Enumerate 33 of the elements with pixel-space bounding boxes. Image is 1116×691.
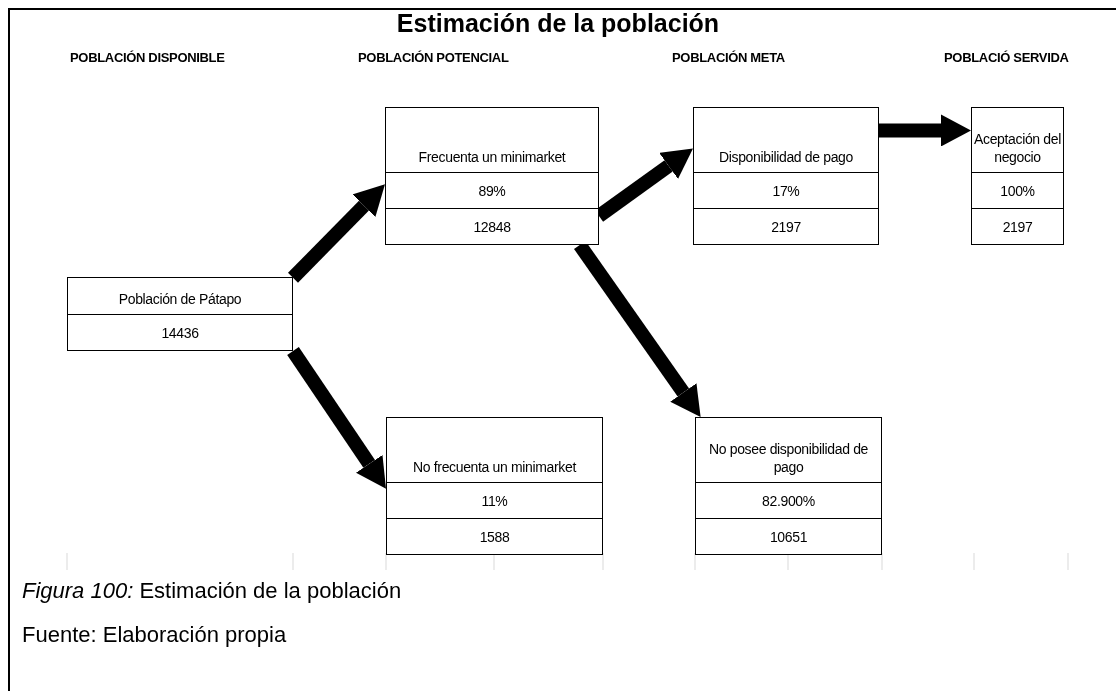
figure-caption: Figura 100: Estimación de la población bbox=[22, 577, 402, 605]
source-note: Fuente: Elaboración propia bbox=[22, 621, 287, 649]
table-cell: 10651 bbox=[696, 518, 881, 554]
row-heading: Disponibilidad de pago bbox=[718, 148, 854, 167]
row-heading: Frecuenta un minimarket bbox=[417, 148, 567, 167]
column-header: POBLACIÓ SERVIDA bbox=[944, 49, 1069, 67]
table-box bbox=[971, 107, 1064, 245]
row-heading: No frecuenta un minimarket bbox=[412, 458, 578, 477]
row-heading: Población de Pátapo bbox=[117, 290, 243, 309]
table-box bbox=[385, 107, 599, 245]
table-cell: 17% bbox=[694, 172, 878, 208]
table-cell: 1588 bbox=[387, 518, 602, 554]
column-header: POBLACIÓN POTENCIAL bbox=[358, 49, 509, 67]
table-box bbox=[67, 277, 293, 351]
block-arrow bbox=[879, 114, 971, 147]
row-heading: No posee disponibilidad de pago bbox=[708, 440, 869, 477]
table-cell: 2197 bbox=[694, 208, 878, 244]
table-cell: 100% bbox=[972, 172, 1063, 208]
table-cell: 12848 bbox=[386, 208, 598, 244]
table-box bbox=[695, 417, 882, 555]
column-header: POBLACIÓN META bbox=[672, 49, 785, 67]
table-cell: 2197 bbox=[972, 208, 1063, 244]
table-cell: 11% bbox=[387, 482, 602, 518]
diagram-title: Estimación de la población bbox=[396, 9, 720, 37]
block-arrow bbox=[288, 184, 385, 283]
row-heading: Aceptación del negocio bbox=[973, 130, 1062, 167]
block-arrow bbox=[287, 347, 386, 489]
table-cell: 14436 bbox=[68, 314, 292, 350]
table-box bbox=[386, 417, 603, 555]
table-cell: 82.900% bbox=[696, 482, 881, 518]
table-box bbox=[693, 107, 879, 245]
table-cell: 89% bbox=[386, 172, 598, 208]
column-header: POBLACIÓN DISPONIBLE bbox=[70, 49, 225, 67]
